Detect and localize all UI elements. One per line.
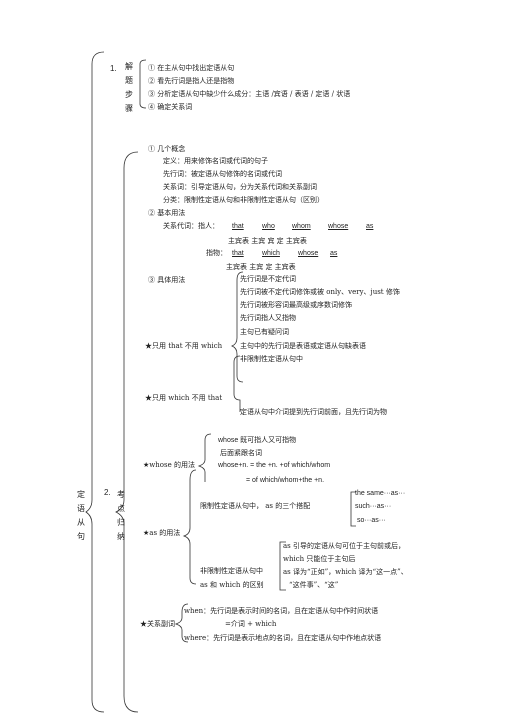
person-that: that [232, 223, 244, 230]
usage-header: ② 基本用法 [148, 209, 186, 217]
thing-that: that [232, 250, 244, 257]
person-roles: 主宾表 主宾 宾 定 主宾表 [228, 237, 307, 245]
section2-number: 2. [104, 488, 111, 497]
thing-label: 指物： [206, 249, 227, 257]
that-only-item-6: 主句中的先行词是表语或定语从句缺表语 [240, 342, 366, 350]
as-collocation-1: the same···as··· [355, 490, 406, 497]
concept-relative: 关系词：引导定语从句，分为关系代词和关系副词 [163, 183, 317, 191]
person-whom: whom [292, 223, 311, 230]
step-1: ① 在主从句中找出定语从句 [148, 64, 235, 72]
thing-whose: whose [298, 250, 319, 257]
pronoun-label: 关系代词：指人： [163, 222, 219, 230]
which-only-item-2: 定语从句中介词提到先行词前面，且先行词为物 [240, 408, 387, 416]
whose-item-4: = of which/whom+the +n. [246, 477, 325, 484]
person-as: as [366, 223, 374, 230]
as-brace [182, 469, 197, 585]
which-only-title: ★只用 which 不用 that [145, 394, 223, 402]
thing-roles: 主宾表 主宾 定 主宾表 [226, 263, 296, 271]
whose-item-3: whose+n. = the +n. +of which/whom [218, 462, 331, 469]
section2-label: 考 点 归 纳 [117, 490, 125, 541]
adverbs-title: ★关系副词 [140, 620, 175, 628]
person-who: who [262, 223, 275, 230]
specific-header: ③ 具体用法 [148, 276, 186, 284]
person-whose: whose [328, 223, 349, 230]
concept-classification: 分类：限制性定语从句和非限制性定语从句（区别） [163, 196, 324, 204]
concepts-header: ① 几个概念 [148, 145, 186, 153]
that-only-title: ★只用 that 不用 which [145, 342, 223, 350]
step-3: ③ 分析定语从句中缺少什么成分：主语 /宾语 / 表语 / 定语 / 状语 [148, 90, 351, 98]
adverb-where: where：先行词是表示地点的名词，且在定语从句中作地点状语 [184, 634, 382, 642]
section1-number: 1. [110, 64, 117, 73]
concept-antecedent: 先行词：被定语从句修饰的名词或代词 [163, 170, 282, 178]
section1-label: 解 题 步 骤 [125, 62, 133, 113]
as-restrictive-label: 限制性定语从句中， as 的三个搭配 [200, 502, 311, 510]
adverb-when: when：先行词是表示时间的名词，且在定语从句中作时间状语 [184, 607, 379, 615]
outer-brace [85, 51, 105, 713]
as-diff-item-3: as 译为“正如”，which 译为“这一点”、 [283, 568, 408, 576]
section2-brace [115, 151, 139, 713]
collocation-bracket [350, 491, 356, 527]
adverb-when-equivalent: =介词 + which [225, 620, 277, 628]
as-diff-item-1: as 引导的定语从句可位于主句前或后， [283, 542, 405, 550]
that-only-item-3: 先行词被形容词最高级或序数词修饰 [240, 301, 352, 309]
step-2: ② 看先行词是指人还是指物 [148, 77, 235, 85]
which-only-item-1: 非限制性定语从句中 [240, 355, 303, 363]
whose-item-1: whose 既可指人又可指物 [218, 437, 297, 444]
that-only-item-1: 先行词是不定代词 [240, 275, 296, 283]
whose-brace [197, 433, 212, 482]
diff-bracket [279, 541, 286, 591]
section1-brace [139, 59, 147, 109]
as-collocation-3: so···as··· [357, 517, 386, 524]
as-diff-item-4: “这件事”、“这” [289, 581, 339, 589]
outer-label: 定 语 从 句 [77, 490, 85, 541]
as-collocation-2: such···as··· [355, 503, 392, 510]
step-4: ④ 确定关系词 [148, 103, 193, 111]
that-only-brace [230, 271, 244, 383]
adverb-brace [174, 603, 189, 643]
whose-title: ★whose 的用法 [143, 461, 195, 469]
thing-which: which [262, 250, 280, 257]
as-nonrestrictive-label: 非限制性定语从句中 [200, 567, 263, 575]
whose-item-2: 后面紧跟名词 [220, 449, 262, 457]
that-only-item-4: 先行词指人又指物 [240, 314, 296, 322]
that-only-item-2: 先行词被不定代词修饰或被 only、very、just 修饰 [240, 288, 400, 296]
thing-as: as [330, 250, 338, 257]
as-diff-label: as 和 which 的区别 [200, 581, 264, 589]
which-only-brace [233, 355, 241, 412]
as-title: ★as 的用法 [143, 529, 181, 537]
as-diff-item-2: which 只能位于主句后 [283, 555, 356, 563]
concept-definition: 定义：用来修饰名词或代词的句子 [163, 157, 268, 165]
that-only-item-5: 主句已有疑问词 [240, 328, 289, 336]
